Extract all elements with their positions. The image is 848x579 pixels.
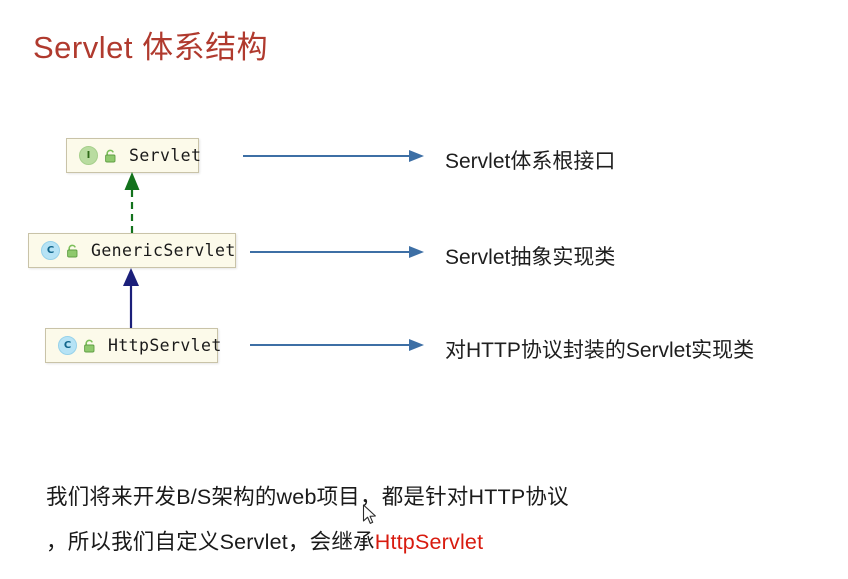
callout-text-http-servlet: 对HTTP协议封装的Servlet实现类 — [445, 339, 755, 362]
uml-node-servlet[interactable]: I Servlet — [66, 138, 202, 173]
uml-node-http-servlet[interactable]: C HttpServlet — [45, 328, 221, 363]
callout-text-generic-servlet: Servlet抽象实现类 — [445, 246, 616, 269]
edge-extends — [123, 268, 139, 328]
uml-node-generic-servlet[interactable]: C GenericServlet — [28, 233, 236, 268]
edge-implements — [124, 172, 140, 233]
callout-arrow-generic — [250, 246, 424, 258]
class-badge-icon: C — [41, 241, 60, 260]
lock-icon — [66, 244, 79, 258]
page-title: Servlet 体系结构 — [33, 30, 269, 65]
note-line-2: ，所以我们自定义Servlet，会继承HttpServlet — [46, 525, 483, 556]
lock-icon — [104, 149, 117, 163]
note-line-2-prefix: ，所以我们自定义Servlet，会继承 — [46, 530, 375, 554]
uml-node-label: GenericServlet — [91, 241, 236, 260]
uml-node-label: Servlet — [129, 146, 202, 165]
callout-arrow-servlet — [243, 150, 424, 162]
note-line-1: 我们将来开发B/S架构的web项目，都是针对HTTP协议 — [46, 485, 569, 509]
class-badge-icon: C — [58, 336, 77, 355]
interface-badge-icon: I — [79, 146, 98, 165]
note-highlight-httpservlet: HttpServlet — [374, 530, 484, 554]
callout-text-servlet: Servlet体系根接口 — [445, 150, 616, 173]
uml-node-label: HttpServlet — [108, 336, 222, 355]
lock-icon — [83, 339, 96, 353]
callout-arrow-http — [250, 339, 424, 351]
